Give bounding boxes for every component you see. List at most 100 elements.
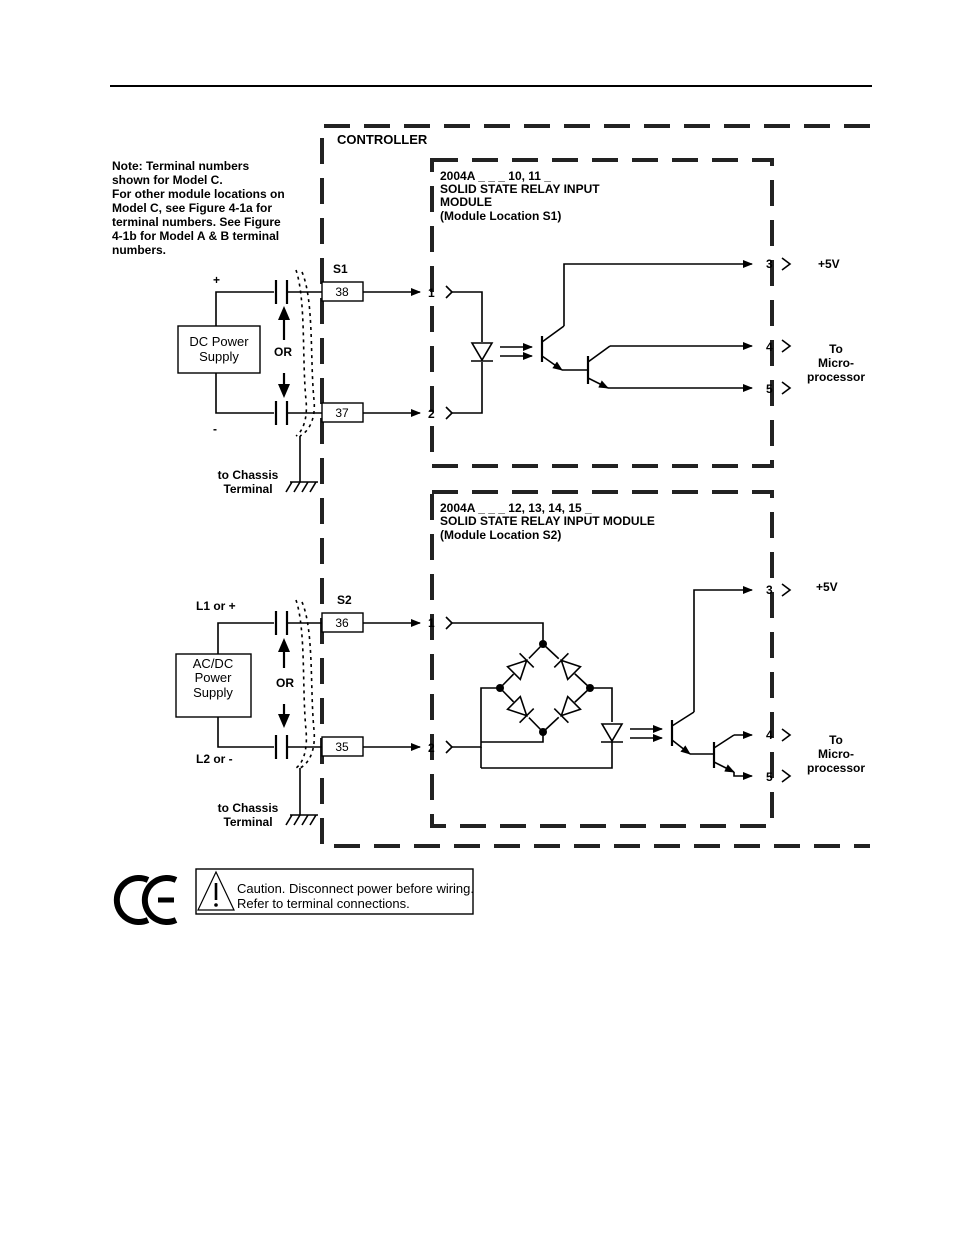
terminal-number: 37 <box>335 406 349 420</box>
controller-boundary <box>320 124 870 848</box>
led-diode-icon <box>470 342 494 362</box>
dc-supply-label: DC Power <box>189 334 249 349</box>
wire <box>215 373 274 414</box>
plus5v-label: +5V <box>816 580 838 594</box>
module-s1: 2004A _ _ _ 10, 11 _ SOLID STATE RELAY I… <box>177 158 865 496</box>
output-pin: 4 <box>766 728 773 742</box>
chassis-label: Terminal <box>223 482 272 496</box>
output-pin: 3 <box>766 257 773 271</box>
module-s1-boundary <box>430 158 774 468</box>
note-line: terminal numbers. See Figure <box>112 215 281 229</box>
caution-line: Caution. Disconnect power before wiring. <box>237 881 474 896</box>
or-label: OR <box>274 345 292 359</box>
ac-dc-power-supply <box>175 653 252 718</box>
chassis-ground-icon <box>285 814 318 826</box>
wire-to-5v <box>563 260 753 326</box>
wire <box>215 291 274 326</box>
wire <box>452 291 483 342</box>
led-diode-icon <box>600 723 624 743</box>
l2-label: L2 or - <box>196 752 233 766</box>
connector-chevron <box>445 616 454 630</box>
to-micro-label: To <box>829 342 843 356</box>
transistor-icon <box>690 734 735 773</box>
l1-label: L1 or + <box>196 599 236 613</box>
acdc-supply-label: Supply <box>193 685 233 700</box>
acdc-supply-label: AC/DC <box>193 656 233 671</box>
shield-line <box>299 601 316 769</box>
chassis-label: Terminal <box>223 815 272 829</box>
shield-line <box>295 269 308 437</box>
caution-box: Caution. Disconnect power before wiring.… <box>195 868 474 915</box>
input-pin: 1 <box>428 616 435 630</box>
module-s2-title: 2004A _ _ _ 12, 13, 14, 15 _ <box>440 501 592 515</box>
chassis-ground-icon <box>285 481 318 493</box>
minus-label: - <box>213 422 217 436</box>
output-pin: 5 <box>766 770 773 784</box>
connector-chevron <box>781 728 792 742</box>
phototransistor-icon <box>540 325 565 371</box>
bridge-rectifier <box>452 622 613 769</box>
output-pin: 5 <box>766 382 773 396</box>
plus5v-label: +5V <box>818 257 840 271</box>
wire <box>217 717 274 748</box>
shield-line <box>295 599 308 769</box>
acdc-supply-label: Power <box>195 670 233 685</box>
slot-label: S1 <box>333 262 348 276</box>
note-line: Note: Terminal numbers <box>112 159 249 173</box>
arrow-up-icon <box>278 638 290 652</box>
connector-chevron <box>445 406 454 420</box>
dc-supply-label: Supply <box>199 349 239 364</box>
connector-chevron <box>781 257 792 271</box>
controller-label: CONTROLLER <box>337 132 428 147</box>
module-s1-title: 2004A _ _ _ 10, 11 _ <box>440 169 551 183</box>
dc-power-supply <box>177 325 261 374</box>
module-s2-title: (Module Location S2) <box>440 528 561 542</box>
note-line: shown for Model C. <box>112 173 223 187</box>
to-micro-label: Micro- <box>818 747 854 761</box>
module-s1-title: (Module Location S1) <box>440 209 561 223</box>
to-micro-label: processor <box>807 370 865 384</box>
wire-to-5 <box>733 772 753 780</box>
output-pin: 4 <box>766 340 773 354</box>
shield-line <box>299 271 316 437</box>
connector-chevron <box>781 769 792 783</box>
plus-label: + <box>213 273 220 287</box>
transistor-icon <box>562 345 611 389</box>
chassis-label: to Chassis <box>218 468 279 482</box>
terminal-number: 35 <box>335 740 349 754</box>
module-s1-title: SOLID STATE RELAY INPUT <box>440 182 600 196</box>
note-line: Model C, see Figure 4-1a for <box>112 201 272 215</box>
terminal-number: 38 <box>335 285 349 299</box>
phototransistor-icon <box>670 711 695 755</box>
input-pin: 1 <box>428 286 435 300</box>
terminal-number: 36 <box>335 616 349 630</box>
module-s1-title: MODULE <box>440 195 492 209</box>
input-pin: 2 <box>428 741 435 755</box>
wire-to-5v <box>693 586 753 712</box>
caution-line: Refer to terminal connections. <box>237 896 410 911</box>
slot-label: S2 <box>337 593 352 607</box>
module-s2-boundary <box>430 490 774 828</box>
caution-frame <box>195 868 474 915</box>
wire <box>217 622 274 654</box>
note-line: For other module locations on <box>112 187 285 201</box>
note-line: numbers. <box>112 243 166 257</box>
arrow-down-icon <box>278 384 290 398</box>
wire <box>452 362 483 414</box>
or-label: OR <box>276 676 294 690</box>
connector-chevron <box>781 339 792 353</box>
connector-chevron <box>781 381 792 395</box>
exclamation-dot <box>214 903 218 907</box>
to-micro-label: processor <box>807 761 865 775</box>
connector-chevron <box>781 583 792 597</box>
output-pin: 3 <box>766 583 773 597</box>
module-s2: 2004A _ _ _ 12, 13, 14, 15 _ SOLID STATE… <box>175 490 865 829</box>
terminal-note: Note: Terminal numbers shown for Model C… <box>112 159 285 257</box>
input-pin: 2 <box>428 407 435 421</box>
arrow-down-icon <box>278 714 290 728</box>
to-micro-label: Micro- <box>818 356 854 370</box>
to-micro-label: To <box>829 733 843 747</box>
module-s2-title: SOLID STATE RELAY INPUT MODULE <box>440 514 655 528</box>
connector-chevron <box>445 740 454 754</box>
